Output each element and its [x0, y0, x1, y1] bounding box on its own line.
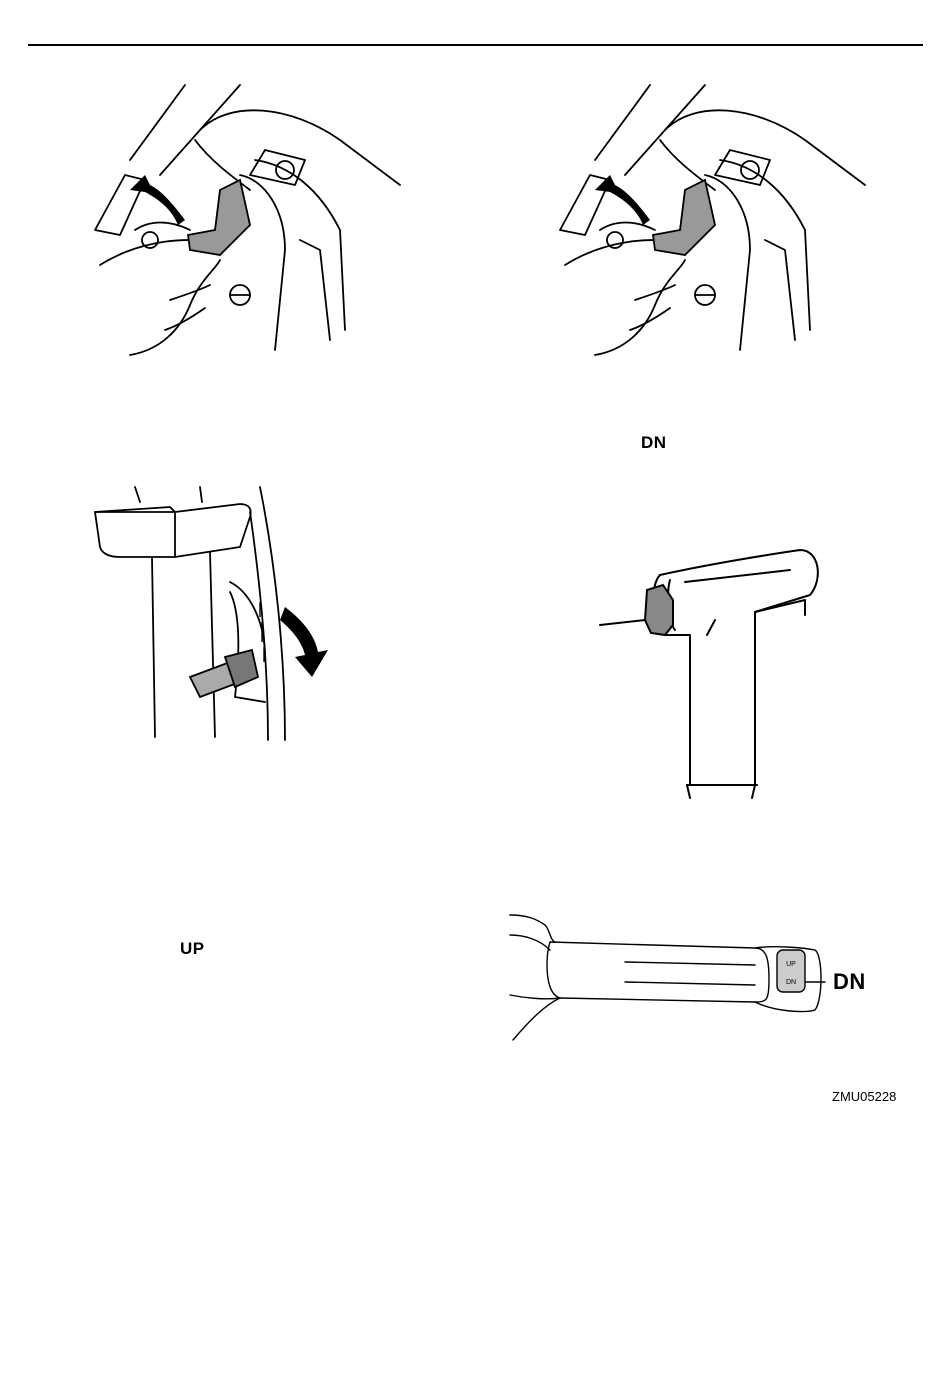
arrow-icon [280, 607, 328, 677]
figure-code: ZMU05228 [832, 1089, 896, 1104]
dn-callout: DN [833, 969, 866, 995]
dn-label: DN [641, 433, 667, 453]
header-rule [28, 44, 923, 46]
lever-lock-illustration-right [555, 80, 885, 370]
height-adjuster-illustration [90, 482, 340, 742]
up-label: UP [180, 939, 205, 959]
grip-switch-illustration: UP DN [505, 910, 835, 1045]
arrow-icon [130, 175, 185, 225]
grip-up-text: UP [786, 961, 796, 968]
t-handle-illustration [595, 540, 835, 805]
grip-dn-text: DN [786, 979, 796, 986]
lever-lock-illustration-left [90, 80, 420, 370]
arrow-icon [595, 175, 650, 225]
